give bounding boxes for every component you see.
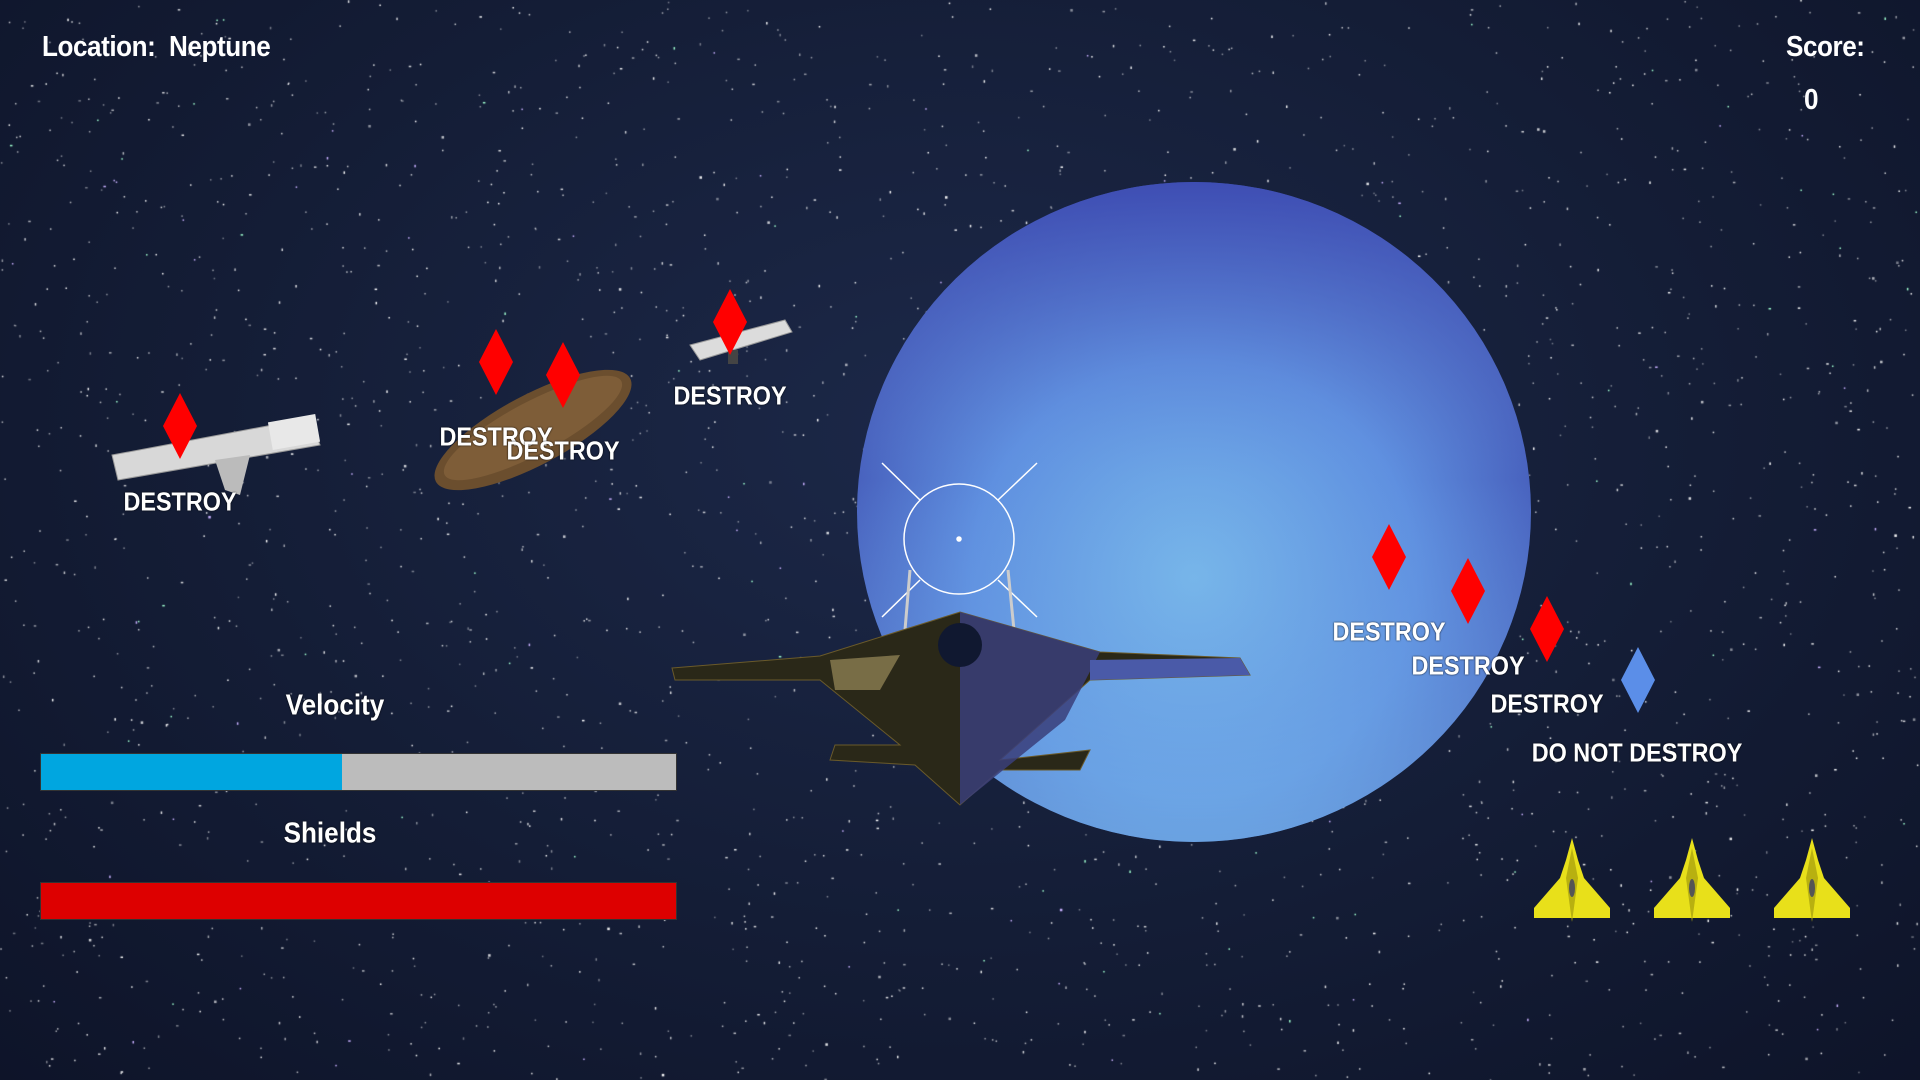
target-diamond-marker [713,289,747,355]
target-diamond-marker [479,329,513,395]
target-label: DESTROY [123,486,237,517]
location-display: Location: Neptune [42,31,271,64]
target-label: DESTROY [506,435,620,466]
velocity-bar [40,753,677,791]
shields-bar [40,882,677,920]
asteroid[interactable] [419,347,646,512]
space-freighter[interactable] [111,414,321,495]
target-diamond-marker [163,393,197,459]
target-label: DESTROY [1490,688,1604,719]
location-value: Neptune [169,31,271,63]
target-diamond-marker [1621,647,1655,713]
shields-label: Shields [283,817,377,850]
target-diamond-marker [546,342,580,408]
small-ship[interactable] [689,319,793,364]
target-diamond-marker [1372,524,1406,590]
shields-bar-fill [41,883,676,919]
crosshair-reticle [881,462,1038,618]
ship-icon [1534,838,1610,922]
velocity-bar-fill [41,754,342,790]
target-label: DESTROY [1411,650,1525,681]
target-label: DESTROY [439,421,553,452]
target-label: DO NOT DESTROY [1531,737,1743,768]
ship-icon [1654,838,1730,922]
score-value: 0 [1804,84,1819,116]
velocity-label: Velocity [285,689,385,722]
target-label: DESTROY [673,380,787,411]
target-label: DESTROY [1332,616,1446,647]
location-label: Location: [42,31,156,63]
player-ship [671,569,1251,806]
target-diamond-marker [1451,558,1485,624]
target-diamond-marker [1530,596,1564,662]
ship-icon [1774,838,1850,922]
score-label: Score: [1786,31,1865,63]
